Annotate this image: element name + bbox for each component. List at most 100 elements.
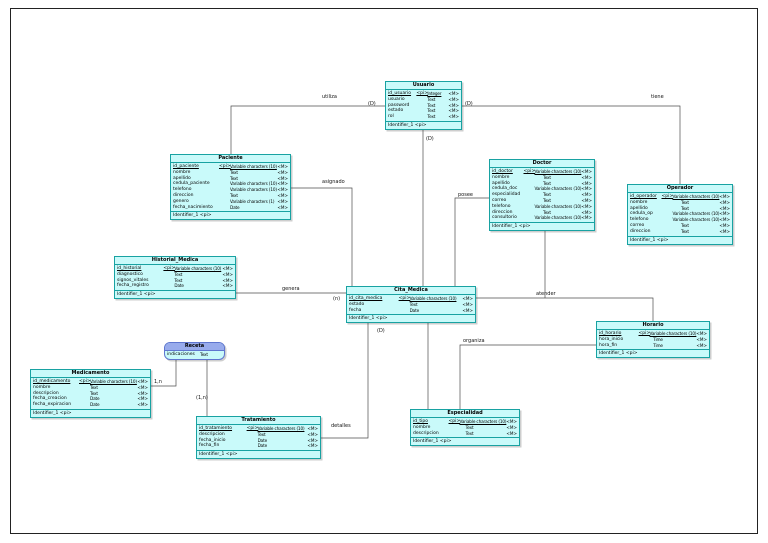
attr-m: <M> <box>506 430 517 436</box>
attr-type: Text <box>427 108 436 114</box>
attr-name: nombre <box>413 424 431 430</box>
attr-type: Text <box>174 271 183 277</box>
attribute-row: id_doctor<pi>Variable characters (10)<M> <box>490 169 594 175</box>
connector-usuario-paciente[interactable] <box>230 105 385 154</box>
attr-type: Variable characters (10) <box>534 203 582 209</box>
attr-type: Text <box>465 430 474 436</box>
connector-horario-especialidad[interactable] <box>459 344 596 409</box>
attr-name: apellido <box>492 180 510 186</box>
attr-m: <M> <box>137 384 148 390</box>
attr-name: cedula_op <box>630 211 653 217</box>
entity-title: Historial_Medica <box>115 257 235 265</box>
attr-name: rol <box>388 114 394 120</box>
attr-m: <M> <box>277 169 288 175</box>
attr-m: <M> <box>719 194 730 199</box>
attribute-row: id_operador<pi>Variable characters (10)<… <box>628 194 732 200</box>
entity-identifier: Identifier_1 <pi> <box>628 235 732 244</box>
connector-medicamento-receta[interactable] <box>151 359 177 387</box>
attr-name: cedula_paciente <box>173 181 210 187</box>
attr-tag: <pi> <box>416 91 429 96</box>
attr-name: direccion <box>492 209 513 215</box>
attr-type: Date <box>257 437 268 443</box>
attr-name: fecha_expiracion <box>33 402 72 408</box>
attr-type: Variable characters (10) <box>459 419 507 424</box>
attr-m: <M> <box>581 209 592 215</box>
attr-type: Date <box>257 443 268 449</box>
attr-name: cedula_doc <box>492 186 518 192</box>
attr-name: nombre <box>630 199 648 205</box>
attr-m: <M> <box>222 277 233 283</box>
attr-m: <M> <box>581 215 592 221</box>
attr-name: direccion <box>630 228 651 234</box>
attr-name: id_operador <box>630 194 657 199</box>
attr-m: <M> <box>719 217 730 223</box>
attr-name: fecha_registro <box>117 283 149 289</box>
attr-m: <M> <box>448 108 459 114</box>
relationship-label: (D) <box>368 101 376 107</box>
attr-m: <M> <box>307 431 318 437</box>
attribute-list: id_tratamiento<pi>Variable characters (1… <box>197 425 320 450</box>
attr-m: <M> <box>307 437 318 443</box>
attr-name: telefono <box>492 203 511 209</box>
attr-m: <M> <box>581 174 592 180</box>
attr-name: estado <box>349 301 365 307</box>
attr-name: nombre <box>492 174 510 180</box>
attr-name: nombre <box>173 169 191 175</box>
attr-m: <M> <box>137 396 148 402</box>
connector-paciente-cita[interactable] <box>291 187 353 286</box>
attr-type: Time <box>653 336 663 342</box>
attr-type: Variable characters (10) <box>230 187 277 193</box>
attr-name: fecha <box>349 307 362 313</box>
attr-m: <M> <box>448 96 459 102</box>
entity-identifier: Identifier_1 <pi> <box>171 211 290 219</box>
relationship-label: tiene <box>651 94 664 100</box>
attr-type: Date <box>174 283 184 289</box>
entity-identifier: Identifier_1 <pi> <box>411 437 519 445</box>
attr-type: Text <box>681 222 689 228</box>
attribute-row: id_cita_medica<pi>Variable characters (1… <box>347 296 475 302</box>
attr-type: Variable characters (10) <box>230 181 277 187</box>
attr-m: <M> <box>448 114 459 120</box>
attr-type: Text <box>427 96 436 102</box>
attr-type: Text <box>681 205 689 211</box>
connector-cita-horario[interactable] <box>476 297 654 321</box>
attr-tag: <pi> <box>219 164 231 169</box>
relationship-label: genera <box>282 286 300 292</box>
attr-name: usuario <box>388 96 405 102</box>
attr-name: id_tipo <box>413 419 428 424</box>
entity-identifier: Identifier_1 <pi> <box>597 349 709 357</box>
attr-m: <M> <box>581 169 592 174</box>
attr-m: <M> <box>719 228 730 234</box>
connector-usuario-operador[interactable] <box>462 105 681 184</box>
connector-doctor-cita[interactable] <box>454 197 489 286</box>
relationship-label: detalles <box>331 423 351 429</box>
attr-type: Text <box>90 390 98 396</box>
attr-name: genero <box>173 198 189 204</box>
attr-m: <M> <box>277 187 288 193</box>
connector-cita-tratamiento[interactable] <box>321 319 369 439</box>
